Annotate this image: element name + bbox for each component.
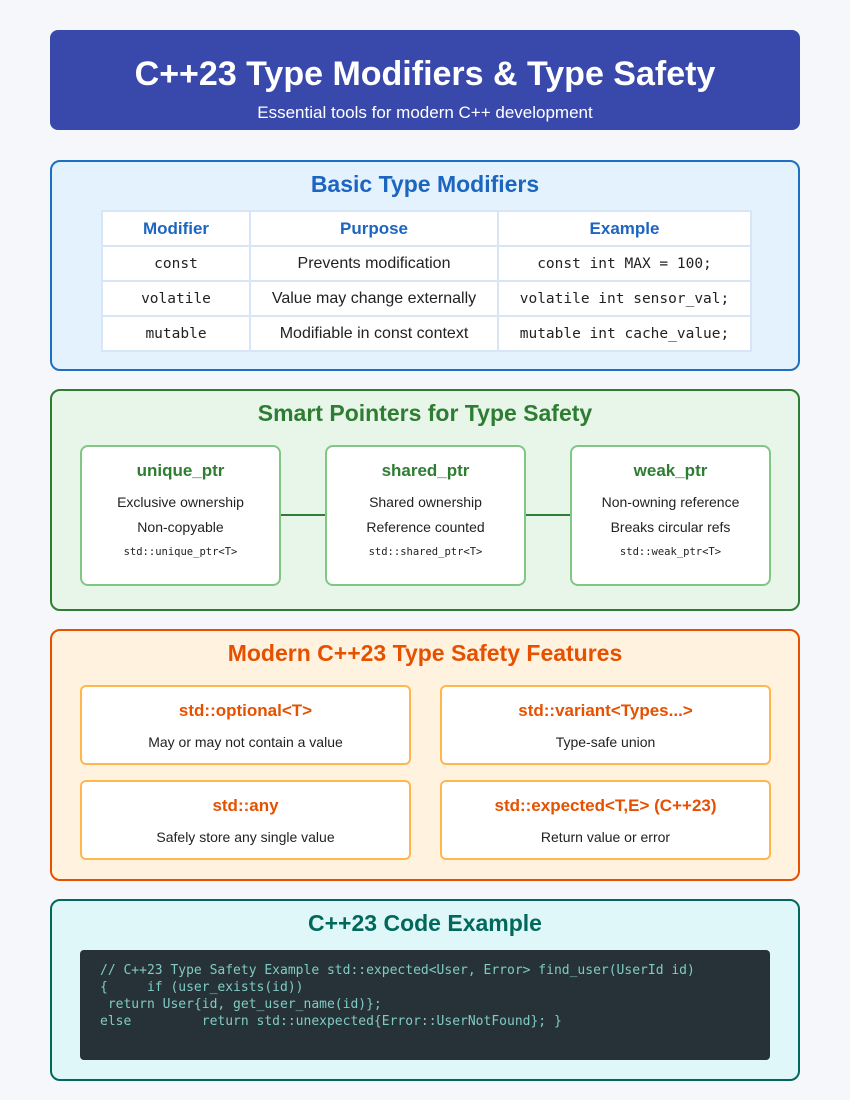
pointer-desc-1: Exclusive ownership xyxy=(117,494,244,510)
weak-ptr-card: weak_ptr Non-owning reference Breaks cir… xyxy=(570,445,771,586)
table-row: mutable Modifiable in const context muta… xyxy=(101,315,752,352)
pointer-code: std::weak_ptr<T> xyxy=(619,546,722,558)
section-title: Basic Type Modifiers xyxy=(310,171,540,197)
code-line: // C++23 Type Safety Example std::expect… xyxy=(100,963,695,978)
feature-desc: Return value or error xyxy=(540,829,671,845)
modifier-cell: volatile xyxy=(101,280,251,317)
section-title: C++23 Code Example xyxy=(308,910,542,936)
basic-modifiers-section: Basic Type Modifiers Modifier Purpose Ex… xyxy=(50,160,800,371)
feature-name: std::optional<T> xyxy=(178,701,313,720)
code-line: else return std::unexpected{Error::UserN… xyxy=(100,1014,562,1029)
code-line: { if (user_exists(id)) xyxy=(100,980,304,995)
pointer-desc-2: Breaks circular refs xyxy=(610,519,731,535)
feature-name: std::any xyxy=(212,796,279,815)
feature-name: std::expected<T,E> (C++23) xyxy=(494,796,717,815)
modifier-cell: const xyxy=(101,245,251,282)
column-header: Purpose xyxy=(249,210,499,247)
feature-desc: Type-safe union xyxy=(555,734,656,750)
purpose-cell: Value may change externally xyxy=(249,280,499,317)
purpose-cell: Modifiable in const context xyxy=(249,315,499,352)
pointer-desc-2: Non-copyable xyxy=(137,519,224,535)
example-cell: mutable int cache_value; xyxy=(497,315,752,352)
optional-card: std::optional<T> May or may not contain … xyxy=(80,685,411,765)
pointer-name: weak_ptr xyxy=(633,461,708,480)
example-cell: const int MAX = 100; xyxy=(497,245,752,282)
modifier-cell: mutable xyxy=(101,315,251,352)
feature-desc: May or may not contain a value xyxy=(148,734,343,750)
smart-pointers-section: Smart Pointers for Type Safety unique_pt… xyxy=(50,389,800,611)
code-block: // C++23 Type Safety Example std::expect… xyxy=(80,950,770,1060)
shared-ptr-card: shared_ptr Shared ownership Reference co… xyxy=(325,445,526,586)
code-line: return User{id, get_user_name(id)}; xyxy=(100,997,382,1012)
purpose-cell: Prevents modification xyxy=(249,245,499,282)
table-row: const Prevents modification const int MA… xyxy=(101,245,752,282)
section-title: Smart Pointers for Type Safety xyxy=(257,400,593,426)
pointer-name: shared_ptr xyxy=(381,461,470,480)
connector-line xyxy=(526,514,571,516)
modern-features-section: Modern C++23 Type Safety Features std::o… xyxy=(50,629,800,881)
any-card: std::any Safely store any single value xyxy=(80,780,411,860)
table-row: volatile Value may change externally vol… xyxy=(101,280,752,317)
pointer-desc-1: Non-owning reference xyxy=(601,494,740,510)
expected-card: std::expected<T,E> (C++23) Return value … xyxy=(440,780,771,860)
page-title: C++23 Type Modifiers & Type Safety xyxy=(134,55,716,93)
pointer-name: unique_ptr xyxy=(136,461,225,480)
unique-ptr-card: unique_ptr Exclusive ownership Non-copya… xyxy=(80,445,281,586)
modifiers-table: Modifier Purpose Example const Prevents … xyxy=(101,210,752,352)
pointer-code: std::unique_ptr<T> xyxy=(123,546,238,558)
feature-name: std::variant<Types...> xyxy=(518,701,693,720)
example-cell: volatile int sensor_val; xyxy=(497,280,752,317)
page-subtitle: Essential tools for modern C++ developme… xyxy=(257,103,593,122)
pointer-desc-2: Reference counted xyxy=(366,519,485,535)
column-header: Modifier xyxy=(101,210,251,247)
column-header: Example xyxy=(497,210,752,247)
variant-card: std::variant<Types...> Type-safe union xyxy=(440,685,771,765)
section-title: Modern C++23 Type Safety Features xyxy=(227,640,623,666)
feature-desc: Safely store any single value xyxy=(156,829,335,845)
pointer-code: std::shared_ptr<T> xyxy=(368,546,483,558)
page-header: C++23 Type Modifiers & Type Safety Essen… xyxy=(50,30,800,130)
connector-line xyxy=(281,514,326,516)
table-header-row: Modifier Purpose Example xyxy=(101,210,752,247)
pointer-desc-1: Shared ownership xyxy=(369,494,482,510)
code-example-section: C++23 Code Example // C++23 Type Safety … xyxy=(50,899,800,1081)
